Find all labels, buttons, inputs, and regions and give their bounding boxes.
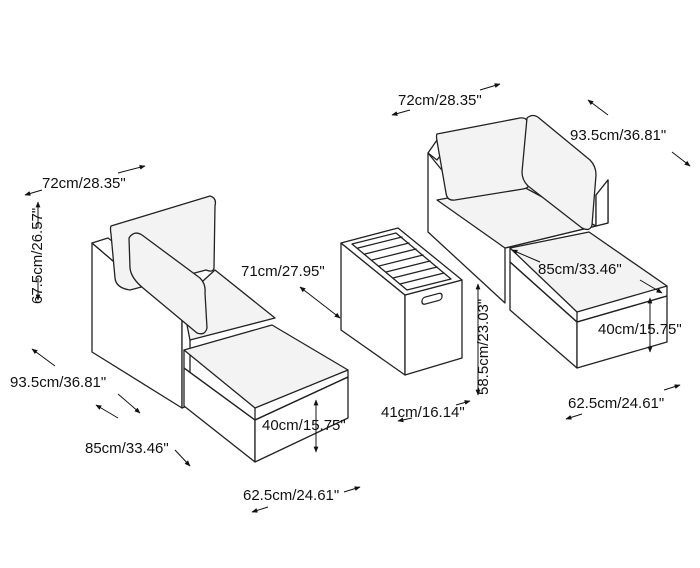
left-sofa-dimensions (24, 165, 361, 513)
right-sofa-back-cushion (435, 117, 531, 201)
right-seat-height-label: 40cm/15.75" (598, 321, 682, 338)
right-ottoman-depth-arrow-2 (639, 279, 663, 294)
side-table-top-inset (351, 232, 452, 291)
left-depth-label: 93.5cm/36.81" (10, 374, 106, 391)
left-ottoman (183, 324, 349, 463)
left-depth-arrow (31, 348, 56, 367)
right-sofa (427, 114, 609, 304)
left-ottoman-cushion-edge (183, 349, 349, 421)
right-ottoman-depth-label: 85cm/33.46" (538, 261, 622, 278)
left-seat-height-label: 40cm/15.75" (262, 417, 346, 434)
right-ottoman-width-arrow (565, 413, 583, 420)
left-ottoman-width-label: 62.5cm/24.61" (243, 487, 339, 504)
side-table-dimensions (299, 283, 481, 423)
side-table-handle (421, 292, 443, 305)
right-ottoman-cushion-edge (509, 247, 668, 323)
right-width-arrow (479, 83, 501, 91)
right-depth-arrow (587, 99, 609, 116)
right-ottoman-depth-arrow (511, 249, 541, 263)
left-width-arrow-2 (24, 189, 43, 196)
table-width-label: 41cm/16.14" (381, 404, 465, 421)
right-sofa-side-cushion (521, 114, 597, 231)
right-depth-label: 93.5cm/36.81" (570, 127, 666, 144)
left-ottoman-depth-label: 85cm/33.46" (85, 440, 169, 457)
left-height-label: 67.5cm/26.57" (29, 208, 46, 304)
table-height-label: 58.5cm/23.03" (475, 299, 492, 395)
table-width-arrow (397, 417, 413, 423)
left-width-label: 72cm/28.35" (42, 175, 126, 192)
left-ottoman-depth-arrow (95, 404, 119, 419)
right-sofa-right-arm (595, 179, 609, 227)
left-ottoman-width-arrow-2 (343, 486, 361, 493)
side-table-slats (357, 236, 445, 285)
right-width-label: 72cm/28.35" (398, 92, 482, 109)
left-ottoman-width-arrow (251, 506, 269, 513)
right-ottoman (509, 231, 668, 369)
side-table (340, 227, 463, 376)
table-diagonal-arrow (299, 286, 341, 319)
right-width-arrow-2 (391, 109, 411, 116)
right-depth-arrow-2 (671, 151, 691, 167)
right-ottoman-width-arrow-2 (663, 384, 681, 391)
left-depth-arrow-2 (117, 393, 141, 414)
left-ottoman-depth-arrow-2 (174, 449, 191, 467)
left-width-arrow (117, 165, 146, 174)
table-width-arrow-2 (455, 400, 471, 406)
right-ottoman-width-label: 62.5cm/24.61" (568, 395, 664, 412)
right-sofa-dimensions (391, 83, 691, 420)
table-diagonal-label: 71cm/27.95" (241, 263, 325, 280)
left-sofa-side-cushion (128, 232, 208, 335)
